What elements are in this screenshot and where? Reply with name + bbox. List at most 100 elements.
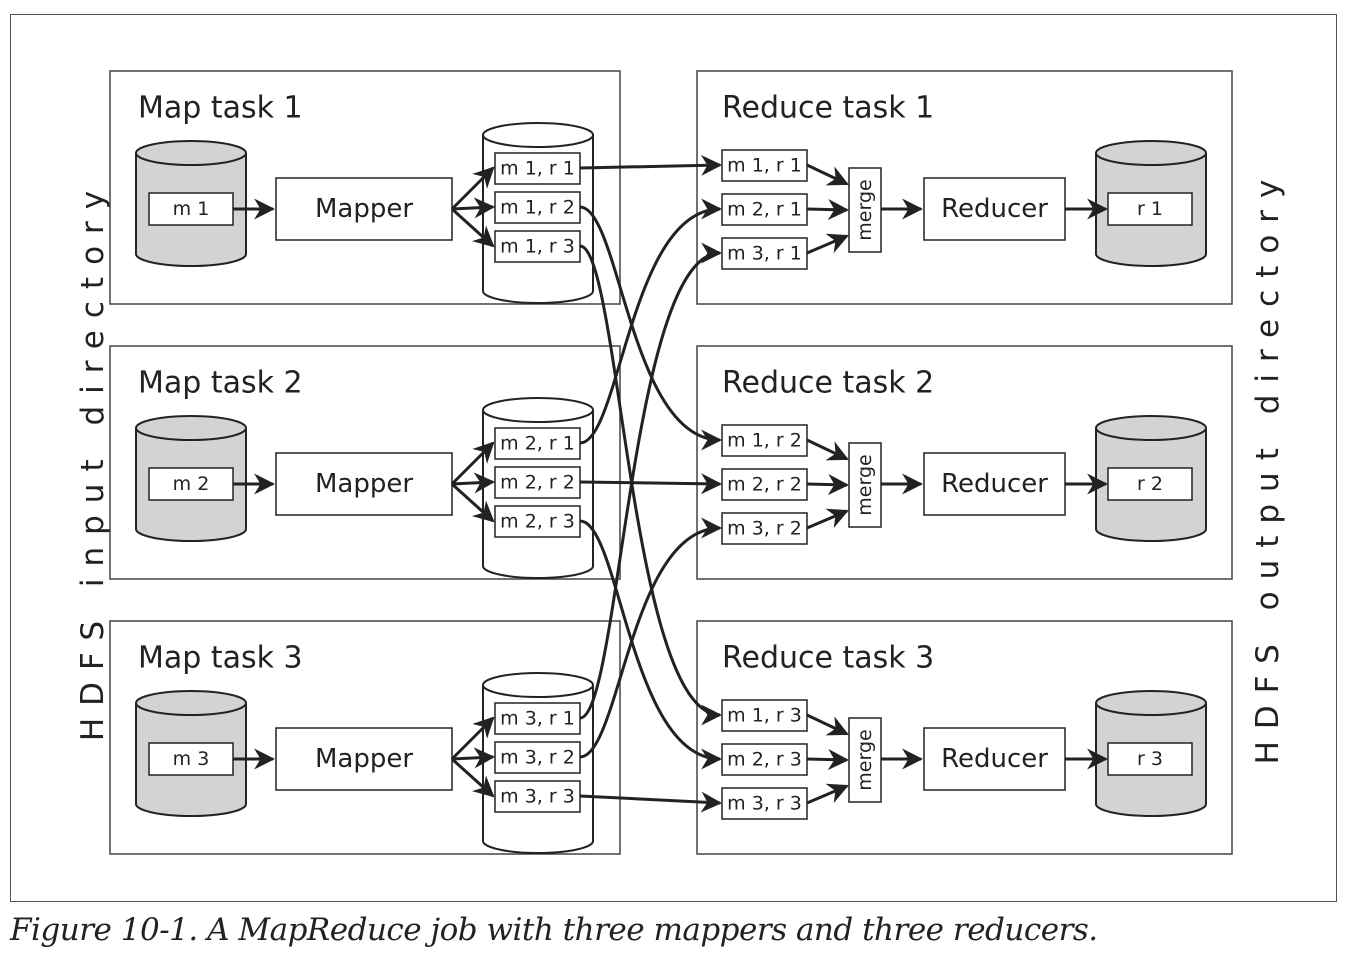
map-partition-box-label: m 3, r 2 bbox=[500, 747, 575, 769]
merge-box-rect bbox=[848, 717, 882, 803]
figure-frame bbox=[10, 14, 1337, 902]
reduce-input-box-label: m 2, r 3 bbox=[727, 749, 802, 771]
map-partition-box-label: m 2, r 1 bbox=[500, 433, 575, 455]
map-partition-box: m 3, r 2 bbox=[494, 741, 581, 774]
output-file-box-label: r 3 bbox=[1137, 748, 1163, 770]
output-file-box-rect bbox=[1107, 192, 1193, 226]
input-split-box-rect bbox=[148, 192, 234, 226]
map-task-title: Map task 2 bbox=[138, 366, 303, 401]
map-partition-box-rect bbox=[494, 780, 581, 813]
map-partition-box-rect bbox=[494, 191, 581, 224]
map-partition-box-rect bbox=[494, 466, 581, 499]
map-partition-box-label: m 1, r 1 bbox=[500, 158, 575, 180]
input-cylinder-top bbox=[135, 690, 247, 716]
reduce-input-box: m 2, r 1 bbox=[721, 193, 808, 226]
mapper-box: Mapper bbox=[275, 452, 453, 516]
merge-box: merge bbox=[848, 167, 882, 253]
hdfs-input-directory-label: HDFS input directory bbox=[75, 178, 111, 742]
reduce-input-box: m 1, r 3 bbox=[721, 699, 808, 732]
map-partition-box-label: m 2, r 2 bbox=[500, 472, 575, 494]
shuffle-arrow bbox=[579, 154, 723, 176]
output-file-box: r 1 bbox=[1107, 192, 1193, 226]
mapper-to-partition-arrow bbox=[450, 482, 495, 523]
output-file-box: r 2 bbox=[1107, 467, 1193, 501]
reduce-input-box-label: m 2, r 1 bbox=[727, 199, 802, 221]
map-partition-box-label: m 1, r 2 bbox=[500, 197, 575, 219]
reduce-input-box: m 3, r 2 bbox=[721, 512, 808, 545]
reduce-task-title: Reduce task 1 bbox=[722, 91, 934, 126]
output-cylinder-top bbox=[1095, 415, 1207, 441]
shuffle-arrow bbox=[579, 517, 723, 759]
merge-label: merge bbox=[854, 729, 876, 790]
mapper-to-partition-arrow bbox=[451, 197, 496, 219]
input-to-merge-arrow bbox=[806, 749, 850, 771]
input-to-merge-arrow bbox=[806, 199, 850, 221]
map-partition-box-rect bbox=[494, 427, 581, 460]
merge-label: merge bbox=[854, 179, 876, 240]
reducer-box-label: Reducer bbox=[941, 194, 1048, 224]
map-partition-box: m 2, r 2 bbox=[494, 466, 581, 499]
reduce-input-box-label: m 1, r 2 bbox=[727, 430, 802, 452]
mapper-box: Mapper bbox=[275, 727, 453, 791]
reduce-input-box-rect bbox=[721, 512, 808, 545]
reduce-input-box: m 1, r 1 bbox=[721, 149, 808, 182]
input-split-box-label: m 1 bbox=[173, 198, 210, 220]
map-output-cylinder-top bbox=[482, 672, 594, 698]
reduce-input-box-label: m 3, r 1 bbox=[727, 243, 802, 265]
map-partition-box-label: m 3, r 1 bbox=[500, 708, 575, 730]
input-to-merge-arrow bbox=[806, 474, 850, 496]
input-cylinder-top bbox=[135, 140, 247, 166]
input-to-merge-arrow bbox=[806, 713, 849, 736]
map-partition-box: m 2, r 3 bbox=[494, 505, 581, 538]
mapper-to-partition-arrow bbox=[451, 472, 496, 494]
reduce-input-box-label: m 2, r 2 bbox=[727, 474, 802, 496]
reduce-task-title: Reduce task 3 bbox=[722, 641, 934, 676]
mapper-box-label: Mapper bbox=[315, 194, 413, 224]
mapper-box-rect bbox=[275, 727, 453, 791]
mapper-box-label: Mapper bbox=[315, 744, 413, 774]
reduce-input-box-rect bbox=[721, 468, 808, 501]
map-partition-box-rect bbox=[494, 152, 581, 185]
figure-caption: Figure 10-1. A MapReduce job with three … bbox=[10, 912, 1098, 948]
shuffle-arrow bbox=[579, 473, 723, 495]
reduce-input-box: m 1, r 2 bbox=[721, 424, 808, 457]
output-file-box-rect bbox=[1107, 467, 1193, 501]
map-partition-box-rect bbox=[494, 230, 581, 263]
reducer-box-label: Reducer bbox=[941, 469, 1048, 499]
merge-box-rect bbox=[848, 167, 882, 253]
reduce-input-box-label: m 3, r 3 bbox=[727, 793, 802, 815]
mapper-to-partition-arrow bbox=[450, 441, 495, 486]
reducer-box-rect bbox=[923, 452, 1066, 516]
input-to-merge-arrow bbox=[806, 508, 849, 530]
map-partition-box: m 1, r 3 bbox=[494, 230, 581, 263]
map-output-cylinder-top bbox=[482, 397, 594, 423]
reduce-input-box-label: m 3, r 2 bbox=[727, 518, 802, 540]
shuffle-edges bbox=[579, 154, 723, 813]
mapper-to-partition-arrow bbox=[450, 166, 495, 211]
shuffle-arrow bbox=[579, 198, 723, 445]
reducer-box-label: Reducer bbox=[941, 744, 1048, 774]
input-to-merge-arrow bbox=[806, 783, 849, 805]
reducer-box-rect bbox=[923, 727, 1066, 791]
reduce-input-box: m 2, r 3 bbox=[721, 743, 808, 776]
merge-box: merge bbox=[848, 442, 882, 528]
map-task-title: Map task 3 bbox=[138, 641, 303, 676]
output-cylinder-top bbox=[1095, 690, 1207, 716]
mapper-box-label: Mapper bbox=[315, 469, 413, 499]
reduce-input-box: m 2, r 2 bbox=[721, 468, 808, 501]
mapper-to-partition-arrow bbox=[450, 757, 495, 798]
map-partition-box-label: m 2, r 3 bbox=[500, 511, 575, 533]
map-partition-box: m 1, r 1 bbox=[494, 152, 581, 185]
reducer-box: Reducer bbox=[923, 452, 1066, 516]
reduce-task-1: Reduce task 1 merge m 1, r 1 m 2, r 1 m 3, r… bbox=[696, 70, 1233, 305]
output-file-box-label: r 1 bbox=[1137, 198, 1163, 220]
merge-label: merge bbox=[854, 454, 876, 515]
reduce-input-box-rect bbox=[721, 193, 808, 226]
input-split-box: m 3 bbox=[148, 742, 234, 776]
merge-box: merge bbox=[848, 717, 882, 803]
